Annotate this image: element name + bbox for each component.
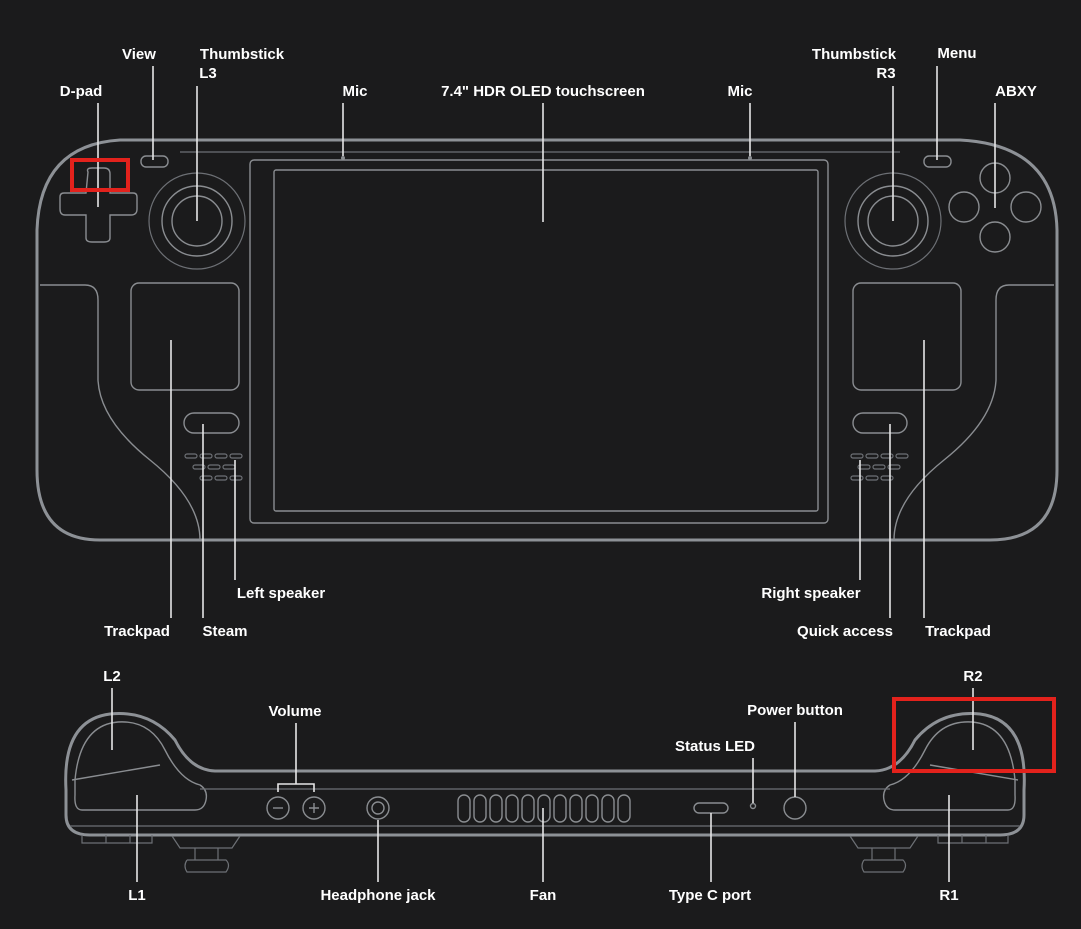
r2-highlight-box xyxy=(892,697,1056,773)
right-trackpad xyxy=(852,282,962,391)
a-button xyxy=(979,221,1011,253)
top-body-outline xyxy=(64,712,1026,837)
right-speaker-grill xyxy=(850,453,909,481)
left-speaker-grill xyxy=(184,453,243,481)
label-headphone-jack: Headphone jack xyxy=(320,887,436,904)
label-steam: Steam xyxy=(202,623,247,640)
label-menu: Menu xyxy=(937,45,976,62)
b-button xyxy=(1010,191,1042,223)
label-status-led: Status LED xyxy=(675,738,755,755)
dpad-icon xyxy=(59,167,138,243)
screen-bezel xyxy=(249,159,829,524)
plus-icon xyxy=(309,803,319,813)
label-screen: 7.4" HDR OLED touchscreen xyxy=(441,83,645,100)
label-l1: L1 xyxy=(128,887,146,904)
label-volume: Volume xyxy=(268,703,321,720)
mic-right-hole xyxy=(748,156,752,160)
label-quick-access: Quick access xyxy=(797,623,893,640)
top-leader-lines xyxy=(111,688,974,882)
view-button xyxy=(140,155,169,168)
label-thumbstick-l3-line1: Thumbstick xyxy=(200,46,285,63)
left-grip-line xyxy=(40,284,201,541)
left-stick-profile xyxy=(171,835,241,873)
right-grip-line xyxy=(893,284,1054,541)
top-view-device xyxy=(64,712,1026,873)
right-stick-profile xyxy=(849,835,919,873)
label-left-speaker: Left speaker xyxy=(237,585,326,602)
left-bottom-tabs xyxy=(81,835,153,844)
label-fan: Fan xyxy=(530,887,557,904)
type-c-port xyxy=(693,802,729,814)
l1-divider xyxy=(71,764,161,781)
label-l2: L2 xyxy=(103,668,121,685)
label-r2: R2 xyxy=(963,668,982,685)
label-thumbstick-r3-line1: Thumbstick xyxy=(812,46,897,63)
volume-up-button xyxy=(302,796,326,820)
power-button xyxy=(783,796,807,820)
label-trackpad-left: Trackpad xyxy=(104,623,170,640)
screen xyxy=(273,169,819,512)
label-thumbstick-l3-line2: L3 xyxy=(199,65,217,82)
label-power-button: Power button xyxy=(747,702,843,719)
quick-access-button xyxy=(852,412,908,434)
label-abxy: ABXY xyxy=(995,83,1037,100)
label-right-speaker: Right speaker xyxy=(761,585,860,602)
r2-trigger xyxy=(882,721,1016,811)
front-leader-lines xyxy=(97,66,996,618)
status-led xyxy=(749,802,757,810)
label-dpad: D-pad xyxy=(60,83,103,100)
mic-left-hole xyxy=(341,156,345,160)
l2-trigger xyxy=(74,721,208,811)
label-r1: R1 xyxy=(939,887,958,904)
fan-vent xyxy=(457,794,631,823)
front-view-device xyxy=(35,138,1059,542)
label-view: View xyxy=(122,46,156,63)
headphone-jack-hole xyxy=(371,801,385,815)
label-mic-right: Mic xyxy=(727,83,752,100)
label-thumbstick-r3-line2: R3 xyxy=(876,65,895,82)
label-mic-left: Mic xyxy=(342,83,367,100)
volume-down-button xyxy=(266,796,290,820)
left-trackpad xyxy=(130,282,240,391)
label-type-c-port: Type C port xyxy=(669,887,751,904)
label-trackpad-right: Trackpad xyxy=(925,623,991,640)
headphone-jack xyxy=(366,796,390,820)
right-bottom-tabs xyxy=(937,835,1009,844)
x-button xyxy=(948,191,980,223)
dpad-highlight-box xyxy=(70,158,130,192)
steam-button xyxy=(183,412,240,434)
device-body-outline xyxy=(35,138,1059,542)
